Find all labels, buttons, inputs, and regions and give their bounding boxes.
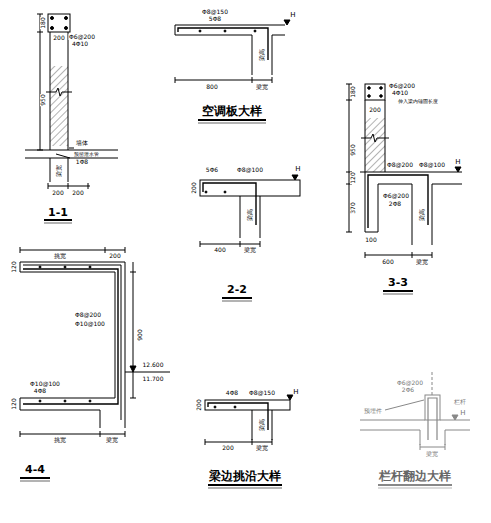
aircon-slab-detail [175, 20, 290, 123]
part-name: 梁宽 [106, 437, 119, 443]
dimension: 200 [369, 107, 381, 113]
part-name: 梁宽 [426, 451, 439, 457]
rebar-note: 4Φ10 [391, 90, 408, 96]
part-name: 预埋件 [364, 408, 383, 414]
part-name: 梁高 [259, 419, 265, 432]
dimension: 370 [350, 202, 356, 214]
level-mark: H [290, 12, 296, 19]
dimension: 400 [214, 247, 226, 253]
part-name: 梁宽 [56, 165, 62, 178]
part-name: 墙体 [76, 140, 89, 146]
section-4-4 [20, 247, 170, 481]
detail-title: 空调板大样 [202, 105, 263, 117]
rebar-note: Φ8@150 [249, 390, 276, 396]
railing-upstand-detail [360, 372, 470, 488]
rebar-note: 2Φ8 [388, 201, 401, 207]
part-name: 梁宽 [416, 259, 429, 265]
dimension: 200 [222, 445, 234, 451]
level-mark: H [293, 389, 299, 396]
dimension: 120 [350, 172, 356, 184]
detail-title: 梁边挑沿大样 [209, 470, 282, 482]
dimension: 120 [11, 398, 17, 410]
rebar-note: Φ8@100 [419, 162, 446, 168]
dimension: 200 [109, 253, 121, 259]
rebar-note: 2Φ6 [401, 387, 414, 393]
rebar-note: Φ8@150 [202, 9, 229, 15]
dimension: 950 [350, 144, 356, 156]
dimension: 200 [191, 182, 197, 194]
dimension: 200 [196, 399, 202, 411]
level-mark: 11.700 [142, 376, 164, 382]
part-name: 梁高 [247, 209, 253, 222]
dimension: 挑宽 [54, 253, 67, 259]
section-title: 2-2 [227, 284, 248, 295]
rebar-note: Φ8@200 [75, 312, 102, 318]
rebar-note: Φ6@200 [69, 34, 96, 40]
rebar-note: Φ10@100 [30, 381, 61, 387]
rebar-note: 1Φ8 [75, 159, 88, 165]
rebar-note: 4Φ8 [33, 388, 46, 394]
rebar-note: Φ8@100 [237, 167, 264, 173]
dimension: 100 [365, 237, 377, 243]
dimension: 950 [40, 94, 46, 106]
rebar-note: 5Φ8 [208, 16, 221, 22]
section-title: 1-1 [48, 207, 69, 218]
section-title: 4-4 [25, 464, 46, 475]
part-name: 梁宽 [244, 247, 257, 253]
part-name: 梁高 [419, 209, 425, 222]
dimension: 120 [11, 261, 17, 273]
note: 伸入梁内锚固长度 [398, 99, 439, 104]
beam-edge-detail [205, 395, 293, 488]
dimension: 900 [137, 329, 143, 341]
rebar-note: 5Φ6 [205, 167, 218, 173]
level-mark: H [460, 410, 466, 417]
section-3-3 [346, 84, 462, 294]
part-name: 梁宽 [256, 84, 269, 90]
level-mark: H [295, 166, 301, 173]
note: 预留泄水管 [73, 152, 99, 157]
rebar-note: 4Φ10 [71, 41, 88, 47]
dimension: 200 [52, 190, 64, 196]
rebar-note: 4Φ8 [225, 390, 238, 396]
rebar-note: Φ8@200 [387, 162, 414, 168]
part-name: 梁高 [259, 49, 265, 62]
dimension: 挑宽 [54, 437, 67, 443]
rebar-note: Φ6@200 [397, 380, 424, 386]
part-name: 栏杆 [454, 399, 467, 405]
level-mark: 12.600 [142, 362, 164, 368]
dimension: 800 [206, 84, 218, 90]
rebar-note: Φ10@100 [75, 321, 106, 327]
dimension: 600 [382, 259, 394, 265]
level-mark: H [455, 159, 461, 166]
rebar-note: Φ6@200 [389, 83, 416, 89]
rebar-note: Φ6@200 [383, 193, 410, 199]
dimension: 200 [72, 190, 84, 196]
section-title: 3-3 [388, 277, 409, 288]
dimension: 180 [40, 17, 46, 29]
section-2-2 [200, 175, 300, 301]
section-1-1 [25, 14, 118, 223]
dimension: 200 [53, 35, 65, 41]
detail-title: 栏杆翻边大样 [379, 470, 452, 482]
part-name: 梁宽 [256, 445, 269, 451]
dimension: 180 [350, 86, 356, 98]
